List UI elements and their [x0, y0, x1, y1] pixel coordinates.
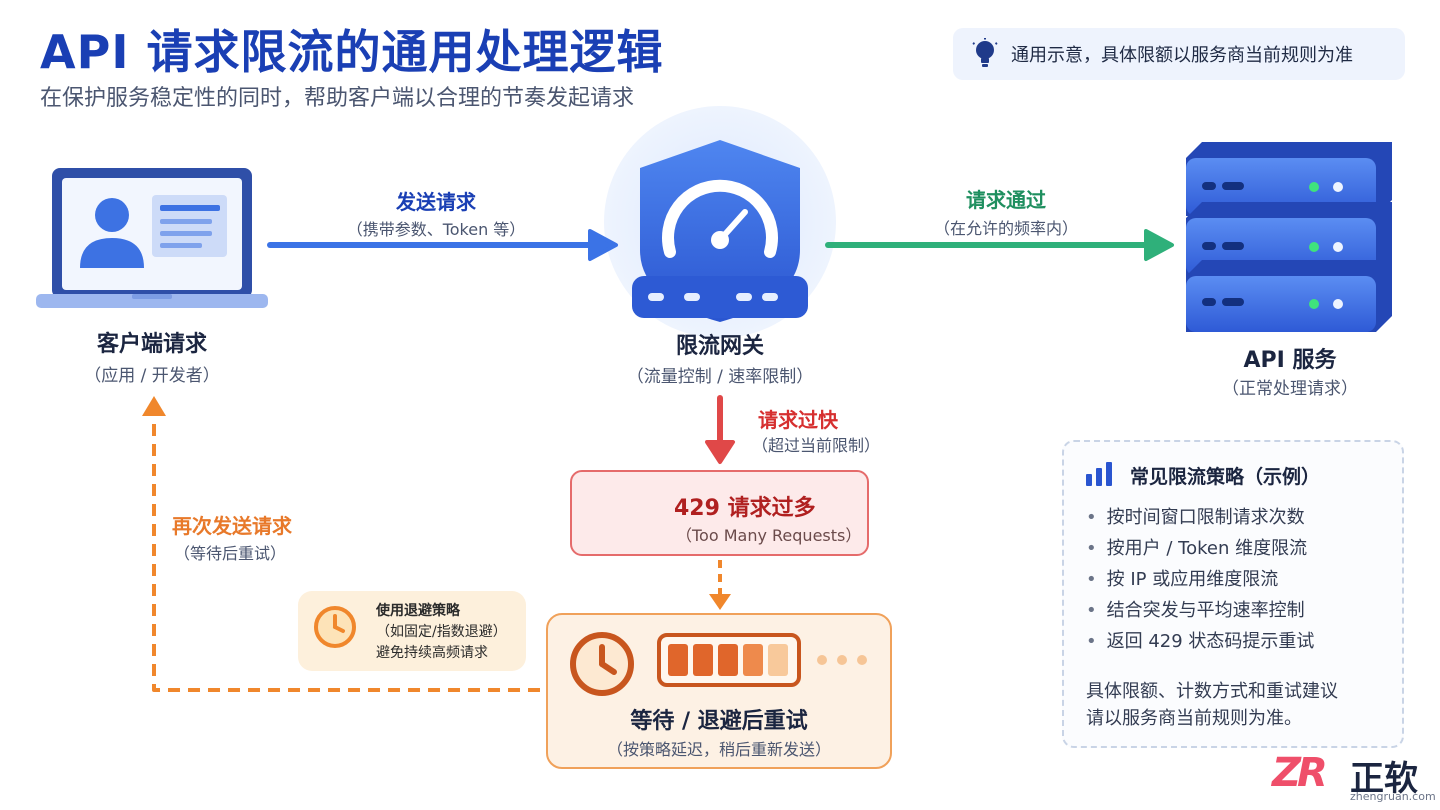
backoff-tip-line: 避免持续高频请求 — [376, 645, 488, 661]
backoff-tip-text: 使用退避策略 （如固定/指数退避） 避免持续高频请求 — [376, 601, 507, 664]
too-fast-label: 请求过快 — [758, 408, 838, 432]
server-stack-icon — [1186, 142, 1392, 332]
clock-icon — [314, 606, 356, 648]
wait-retry-subtitle: （按策略延迟，稍后重新发送） — [606, 740, 831, 759]
gateway-title: 限流网关 — [675, 334, 764, 359]
brand-logo-mark: ZR — [1272, 750, 1328, 796]
disclaimer-text: 通用示意，具体限额以服务商当前规则为准 — [1011, 45, 1353, 66]
pass-request-label: 请求通过 — [966, 188, 1046, 212]
send-request-arrow — [267, 229, 618, 261]
too-fast-arrow — [705, 395, 735, 464]
strategy-panel-title: 常见限流策略（示例） — [1130, 466, 1321, 488]
strategy-item: 返回 429 状态码提示重试 — [1086, 630, 1315, 661]
too-fast-sublabel: （超过当前限制） — [752, 436, 881, 455]
pass-request-arrow — [825, 229, 1174, 261]
wait-retry-title: 等待 / 退避后重试 — [630, 709, 808, 734]
to-wait-arrow — [709, 560, 731, 610]
backoff-tip-line: 使用退避策略 — [376, 603, 460, 619]
resend-sublabel: （等待后重试） — [174, 544, 287, 563]
client-title: 客户端请求 — [96, 332, 207, 357]
clock-icon — [570, 632, 634, 696]
lightbulb-icon — [972, 38, 998, 67]
error-429-title: 429 请求过多 — [674, 496, 816, 521]
bar-chart-icon — [1086, 462, 1112, 486]
brand-logo-url: zhengruan.com — [1350, 790, 1436, 803]
send-request-sublabel: （携带参数、Token 等） — [346, 220, 526, 239]
strategy-item: 按 IP 或应用维度限流 — [1086, 568, 1314, 599]
disclaimer-note: 通用示意，具体限额以服务商当前规则为准 — [953, 28, 1405, 80]
progress-bar-icon — [657, 633, 867, 687]
strategy-panel-footer: 具体限额、计数方式和重试建议 请以服务商当前规则为准。 — [1086, 678, 1338, 732]
api-subtitle: （正常处理请求） — [1222, 379, 1358, 399]
client-subtitle: （应用 / 开发者） — [84, 366, 220, 386]
api-title: API 服务 — [1243, 348, 1337, 373]
gateway-subtitle: （流量控制 / 速率限制） — [626, 367, 814, 387]
error-429-box — [570, 470, 869, 556]
strategy-footer-line: 请以服务商当前规则为准。 — [1086, 708, 1302, 729]
pass-request-sublabel: （在允许的频率内） — [933, 219, 1078, 238]
strategy-list: 按时间窗口限制请求次数 按用户 / Token 维度限流 按 IP 或应用维度限… — [1086, 506, 1315, 661]
strategy-item: 结合突发与平均速率控制 — [1086, 599, 1314, 630]
error-429-subtitle: （Too Many Requests） — [676, 526, 862, 545]
brand-logo-name: 正软 — [1350, 759, 1418, 799]
resend-label: 再次发送请求 — [172, 514, 292, 538]
retry-loop-arrow — [142, 396, 540, 692]
strategy-footer-line: 具体限额、计数方式和重试建议 — [1086, 681, 1338, 702]
send-request-label: 发送请求 — [396, 190, 476, 214]
page-subtitle: 在保护服务稳定性的同时，帮助客户端以合理的节奏发起请求 — [40, 86, 635, 111]
strategy-item: 按用户 / Token 维度限流 — [1086, 537, 1314, 568]
laptop-user-icon — [36, 168, 268, 308]
page-title: API 请求限流的通用处理逻辑 — [40, 25, 664, 79]
shield-gauge-icon — [604, 106, 836, 338]
strategy-item: 按时间窗口限制请求次数 — [1086, 506, 1314, 537]
backoff-tip-line: （如固定/指数退避） — [376, 624, 507, 640]
